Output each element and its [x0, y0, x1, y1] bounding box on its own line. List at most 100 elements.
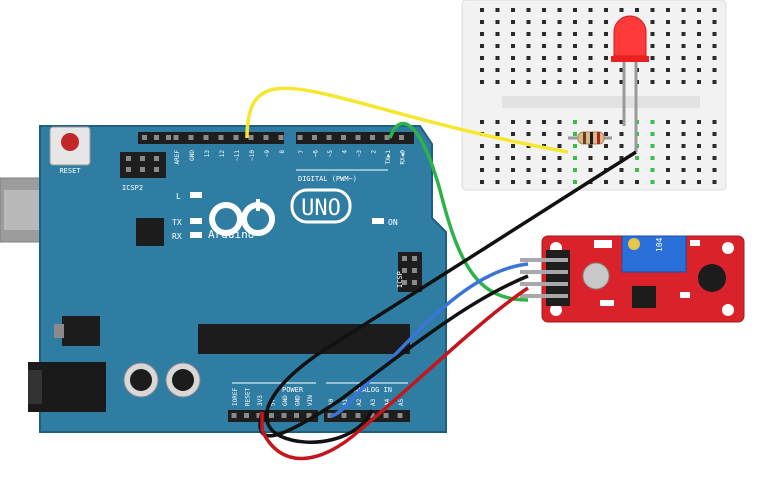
breadboard-hole: [604, 8, 608, 12]
breadboard-hole: [511, 32, 515, 36]
module-pin: [520, 270, 568, 274]
bottom-header-pin: [341, 413, 347, 418]
bottom-pin-label: VIN: [307, 395, 314, 406]
breadboard-hole: [681, 44, 686, 48]
top-pin-label: 12: [219, 150, 226, 158]
breadboard-hole: [604, 156, 608, 160]
breadboard-hole: [557, 132, 562, 136]
top-header-left: [138, 132, 284, 144]
breadboard-hole: [573, 180, 577, 184]
breadboard-hole: [495, 56, 500, 60]
breadboard-hole: [650, 80, 655, 84]
breadboard-hole: [542, 132, 546, 136]
breadboard-hole: [604, 144, 608, 148]
breadboard-hole: [557, 32, 562, 36]
top-header-pin: [297, 135, 303, 140]
breadboard-hole: [681, 80, 686, 84]
top-pin-label: ~3: [356, 150, 363, 158]
bottom-header-pin: [256, 413, 262, 418]
breadboard-hole: [495, 44, 500, 48]
breadboard-hole: [588, 8, 593, 12]
breadboard-hole: [712, 44, 717, 48]
breadboard-hole: [526, 8, 531, 12]
breadboard-hole: [712, 56, 717, 60]
breadboard-hole: [526, 168, 531, 172]
breadboard-hole: [604, 68, 608, 72]
breadboard-hole: [712, 144, 717, 148]
breadboard-hole: [573, 144, 577, 148]
icsp2-header-body: [120, 152, 166, 178]
resistor-band-1: [583, 132, 586, 144]
bottom-pin-label: GND: [295, 395, 302, 406]
breadboard-hole: [526, 132, 531, 136]
wire-black-ground: [264, 150, 637, 444]
breadboard-hole: [542, 44, 546, 48]
breadboard-hole: [495, 20, 500, 24]
icsp-pin: [412, 280, 417, 285]
logo-right-ring: [241, 202, 276, 236]
top-pin-label: 2: [371, 150, 378, 154]
breadboard-hole: [542, 32, 546, 36]
led-body: [613, 15, 647, 57]
top-pin-label: 8: [279, 150, 286, 154]
breadboard-hole: [681, 168, 686, 172]
breadboard-hole: [681, 32, 686, 36]
icsp-pins: [402, 256, 417, 285]
breadboard-hole: [480, 68, 484, 72]
breadboard-hole: [511, 80, 515, 84]
breadboard-hole: [604, 20, 608, 24]
reset-label: RESET: [59, 167, 81, 175]
breadboard-center-channel: [502, 96, 700, 108]
icsp-pin: [402, 280, 407, 285]
top-header-pin: [218, 135, 224, 140]
wire-yellow: [245, 86, 569, 154]
top-pin-label: ~5: [327, 150, 334, 158]
icsp-label: ICSP: [396, 271, 404, 288]
bottom-pin-label: A2: [356, 398, 363, 406]
rx-label: RX: [172, 232, 182, 241]
breadboard-hole: [712, 80, 717, 84]
breadboard-hole: [511, 180, 515, 184]
breadboard-hole: [480, 32, 484, 36]
breadboard-hole: [697, 180, 701, 184]
breadboard-hole: [681, 8, 686, 12]
breadboard-hole: [526, 80, 531, 84]
breadboard-hole: [511, 56, 515, 60]
breadboard-hole: [666, 44, 670, 48]
breadboard-hole: [511, 132, 515, 136]
breadboard-hole: [526, 156, 531, 160]
icsp2-pin: [154, 156, 159, 161]
breadboard-hole: [635, 180, 639, 184]
arduino-logo: [209, 199, 276, 236]
breadboard-hole: [557, 168, 562, 172]
breadboard-hole: [650, 132, 655, 136]
breadboard-hole: [573, 120, 577, 124]
breadboard-hole: [588, 32, 593, 36]
top-header-pin: [248, 135, 254, 140]
breadboard-hole: [650, 56, 655, 60]
module-pin: [520, 258, 568, 262]
breadboard-hole: [712, 20, 717, 24]
top-pin-label: 7: [298, 150, 305, 154]
icsp2-pin: [126, 167, 131, 172]
analog-label: ANALOG IN: [354, 386, 392, 394]
breadboard-hole: [666, 68, 670, 72]
breadboard-hole: [697, 44, 701, 48]
breadboard-hole: [650, 32, 655, 36]
module-smd-4: [594, 240, 612, 248]
breadboard-hole: [604, 120, 608, 124]
breadboard-hole: [666, 180, 670, 184]
breadboard-hole: [526, 56, 531, 60]
bottom-pin-label: RESET: [245, 388, 252, 406]
breadboard-hole: [697, 32, 701, 36]
breadboard-hole: [557, 68, 562, 72]
breadboard-hole: [681, 20, 686, 24]
wires: [245, 86, 637, 461]
breadboard-hole: [697, 68, 701, 72]
bottom-pin-label: A5: [398, 398, 405, 406]
top-pin-label: 13: [204, 150, 211, 158]
bottom-header-pin: [269, 413, 274, 418]
breadboard-hole: [573, 56, 577, 60]
